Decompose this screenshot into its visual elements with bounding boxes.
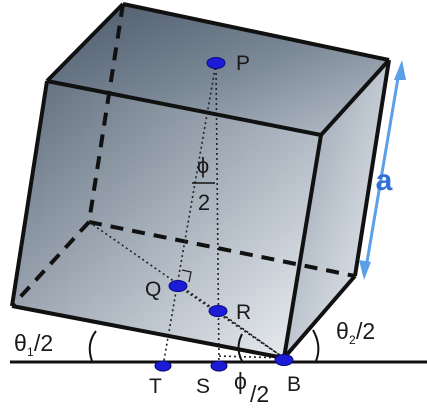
point-T (154, 360, 172, 372)
label-B: B (287, 373, 301, 396)
arc-theta1-half (88, 330, 97, 362)
dimension-arrow-a (359, 60, 406, 280)
label-R: R (236, 301, 251, 324)
label-S: S (196, 375, 210, 398)
hidden-edge-left-bottom (10, 220, 91, 308)
label-theta2-subscript: 2 (349, 333, 356, 347)
label-P: P (236, 52, 250, 75)
hidden-edge-vertical (87, 3, 125, 223)
dimension-arrowhead-bottom (359, 260, 371, 280)
hidden-edges (10, 3, 356, 308)
point-P (206, 57, 226, 69)
label-T: T (149, 375, 162, 398)
label-Q: Q (145, 278, 161, 301)
right-angle-marker (181, 269, 192, 283)
point-S (210, 360, 228, 372)
edge-top-back (122, 2, 390, 62)
line-Q-B (177, 285, 285, 359)
points (154, 57, 294, 372)
label-theta2-symbol: θ (336, 318, 349, 344)
arc-theta2-half (312, 329, 320, 362)
cube-top-face (47, 4, 389, 135)
label-theta1-symbol: θ (14, 330, 27, 356)
cube-front-face (12, 81, 321, 358)
label-theta1-subscript: 1 (27, 345, 34, 359)
edge-back-right (353, 59, 391, 277)
hidden-edge-back-bottom (88, 220, 356, 278)
edge-front-right (282, 134, 323, 359)
label-phi-numerator: ϕ (197, 153, 209, 178)
angle-arcs (88, 329, 320, 362)
edge-front-left (10, 80, 49, 307)
label-theta2-denominator: /2 (356, 318, 375, 344)
line-R-B (217, 310, 285, 359)
arc-phi-half (237, 333, 243, 362)
label-phi-half-symbol: ϕ (234, 368, 247, 394)
dimension-label-a: a (376, 164, 393, 197)
edge-right-bottom (282, 274, 357, 360)
dimension-line (364, 71, 401, 269)
edge-top-right (319, 58, 391, 137)
point-B (274, 354, 294, 366)
label-phi-denominator: 2 (198, 190, 210, 215)
label-phi-half-denominator: /2 (250, 381, 269, 407)
edge-top-front (46, 79, 322, 137)
dimension-arrowhead-top (394, 60, 406, 80)
edge-top-left (45, 2, 125, 83)
label-theta1-denominator: /2 (34, 330, 53, 356)
point-Q (168, 280, 188, 292)
line-S-B-overlay (218, 355, 285, 359)
point-R (208, 305, 228, 317)
cube-right-face (284, 60, 389, 358)
